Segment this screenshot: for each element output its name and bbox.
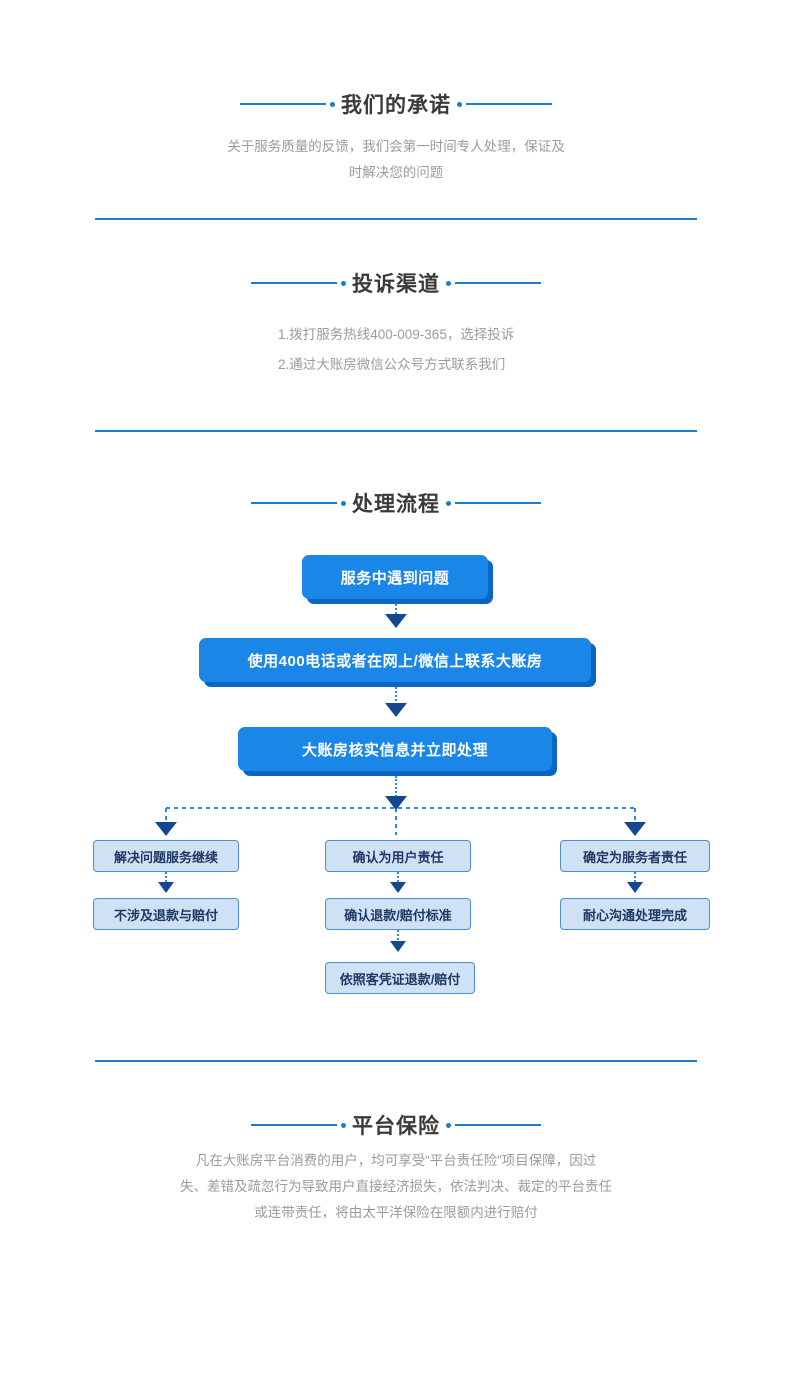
header-dot-left-icon — [341, 280, 346, 286]
header-dot-left-icon — [341, 500, 346, 506]
header-rule-right — [466, 103, 552, 105]
header-dot-left-icon — [341, 1122, 346, 1128]
flow-connector-branch2-2-3 — [397, 930, 399, 944]
flow-node-branch2-step1[interactable]: 确认为用户责任 — [325, 840, 471, 872]
header-dot-right-icon — [457, 101, 462, 107]
section-header-promise: 我们的承诺 — [0, 89, 792, 119]
flow-connector-branch2-1-2 — [397, 872, 399, 886]
flow-arrow-1-2-icon — [385, 614, 407, 628]
section-title-insurance: 平台保险 — [352, 1115, 440, 1138]
flow-connector-1-2 — [395, 604, 397, 622]
section-header-process: 处理流程 — [0, 488, 792, 518]
divider-after-promise — [95, 218, 697, 220]
promise-paragraph-line2: 时解决您的问题 — [348, 165, 444, 180]
complaint-item-1: 1.拨打服务热线400-009-365，选择投诉 — [278, 327, 515, 342]
flow-arrow-branch3-1-2-icon — [627, 882, 643, 893]
header-rule-right — [455, 502, 541, 504]
divider-after-complaint — [95, 430, 697, 432]
flow-connector-branch3-1-2 — [634, 872, 636, 886]
flow-arrow-branch-left-icon — [155, 822, 177, 836]
complaint-item-2: 2.通过大账房微信公众号方式联系我们 — [278, 357, 506, 372]
flow-arrow-branch-right-icon — [624, 822, 646, 836]
flow-node-branch3-step1[interactable]: 确定为服务者责任 — [560, 840, 710, 872]
flow-node-primary-3[interactable]: 大账房核实信息并立即处理 — [238, 727, 552, 771]
header-rule-left — [251, 502, 337, 504]
flow-arrow-branch-center-icon — [385, 796, 407, 810]
insurance-paragraph-line2: 失、差错及疏忽行为导致用户直接经济损失，依法判决、裁定的平台责任 — [180, 1179, 612, 1194]
flow-connector-2-3 — [395, 687, 397, 709]
flow-arrow-2-3-icon — [385, 703, 407, 717]
flow-node-branch1-step1[interactable]: 解决问题服务继续 — [93, 840, 239, 872]
flow-node-branch1-step2[interactable]: 不涉及退款与赔付 — [93, 898, 239, 930]
header-dot-right-icon — [446, 1122, 451, 1128]
insurance-paragraph-line1: 凡在大账房平台消费的用户，均可享受“平台责任险”项目保障，因过 — [195, 1153, 597, 1168]
header-dot-right-icon — [446, 500, 451, 506]
flow-branch-stem — [395, 776, 397, 809]
flow-connector-branch1-1-2 — [165, 872, 167, 886]
section-title-complaint: 投诉渠道 — [352, 273, 440, 296]
header-dot-left-icon — [330, 101, 335, 107]
insurance-paragraph-line3: 或连带责任，将由太平洋保险在限额内进行赔付 — [254, 1205, 538, 1220]
flow-node-primary-1[interactable]: 服务中遇到问题 — [302, 555, 488, 599]
header-rule-right — [455, 1124, 541, 1126]
flow-node-branch3-step2[interactable]: 耐心沟通处理完成 — [560, 898, 710, 930]
flow-arrow-branch1-1-2-icon — [158, 882, 174, 893]
divider-after-process — [95, 1060, 697, 1062]
header-rule-right — [455, 282, 541, 284]
flow-node-primary-2[interactable]: 使用400电话或者在网上/微信上联系大账房 — [199, 638, 591, 682]
flow-node-branch2-step2[interactable]: 确认退款/赔付标准 — [325, 898, 471, 930]
header-rule-left — [251, 1124, 337, 1126]
flow-arrow-branch2-2-3-icon — [390, 941, 406, 952]
section-header-insurance: 平台保险 — [0, 1110, 792, 1140]
header-dot-right-icon — [446, 280, 451, 286]
promise-paragraph-line1: 关于服务质量的反馈，我们会第一时间专人处理，保证及 — [227, 139, 565, 154]
section-header-complaint: 投诉渠道 — [0, 268, 792, 298]
flow-arrow-branch2-1-2-icon — [390, 882, 406, 893]
flow-node-branch2-step3[interactable]: 依照客凭证退款/赔付 — [325, 962, 475, 994]
header-rule-left — [251, 282, 337, 284]
header-rule-left — [240, 103, 326, 105]
section-title-promise: 我们的承诺 — [341, 94, 451, 117]
section-title-process: 处理流程 — [352, 493, 440, 516]
